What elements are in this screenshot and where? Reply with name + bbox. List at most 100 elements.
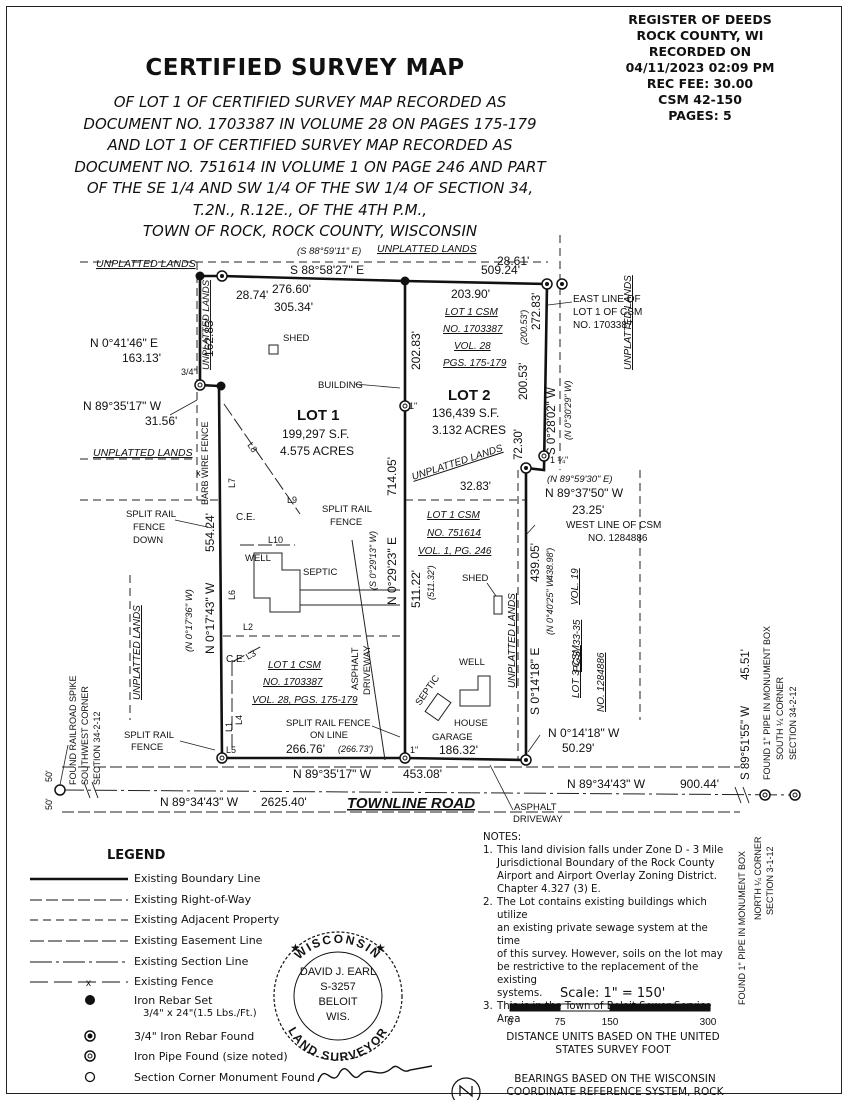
scale-bar-seg: [510, 1004, 560, 1011]
lot2-ac: 3.132 ACRES: [432, 423, 506, 437]
vol19: VOL. 19: [570, 568, 581, 605]
nw-bearing: N 0°41'46" E: [90, 336, 158, 350]
surveyor-seal: WISCONSIN LAND SURVEYOR DAVID J. EARL S-…: [273, 931, 433, 1083]
e2-bearing: S 0°14'18" E: [528, 648, 542, 715]
rebar-found-dot: [545, 282, 549, 286]
e-bearing: S 0°28'02" W: [546, 387, 558, 455]
legend-item: Existing Adjacent Property: [134, 913, 280, 926]
pipe-found-ring: [402, 755, 408, 761]
bearing-note: BEARINGS BASED ON THE WISCONSIN COORDINA…: [495, 1073, 735, 1099]
w-main: N 0°17'43" W: [203, 582, 217, 654]
legend-item: 3/4" Iron Rebar Found: [134, 1030, 255, 1043]
leader: [489, 764, 514, 811]
w-bearing: N 89°35'17" W: [83, 399, 162, 413]
one-inch: 1": [409, 401, 417, 411]
rebar-found-dot: [560, 282, 564, 286]
n-corner: FOUND 1" PIPE IN MONUMENT BOX: [737, 851, 747, 1005]
garage-lot2: [424, 692, 452, 722]
line-l10: L10: [268, 535, 283, 545]
shed-label: SHED: [283, 333, 310, 344]
legend-rebar-set: [85, 995, 95, 1005]
distance-note-line: DISTANCE UNITS BASED ON THE UNITED: [506, 1031, 720, 1043]
e2-rec-dist: 438.98'): [545, 548, 555, 580]
rebar-set: [216, 381, 226, 391]
line-l9: L9: [287, 495, 297, 505]
distance-note: DISTANCE UNITS BASED ON THE UNITED STATE…: [498, 1031, 728, 1057]
map-labels: UNPLATTED LANDS (S 88°59'11" E) UNPLATTE…: [44, 243, 798, 1005]
seal-star-icon: ★: [375, 941, 386, 955]
legend-pipe-found: [84, 1050, 96, 1062]
garage-label: GARAGE: [432, 732, 473, 743]
asphalt-drive: ASPHALT: [350, 647, 361, 690]
house-label: HOUSE: [454, 718, 488, 729]
north-arrow-ring: [451, 1077, 481, 1100]
dist-72: 72.30': [513, 429, 525, 460]
house-footprint-lot1: [253, 552, 301, 613]
road-west-dist: 2625.40': [261, 795, 307, 809]
seal-state: WIS.: [326, 1011, 350, 1023]
distance-note-line: STATES SURVEY FOOT: [555, 1044, 671, 1056]
pipe-found-ring: [197, 382, 203, 388]
ce-label: C.E.: [226, 654, 245, 665]
leader: [179, 740, 216, 751]
note-1: 1. This land division falls under Zone D…: [483, 844, 733, 896]
unplatted-lot2: UNPLATTED LANDS: [507, 593, 518, 688]
east-line: LOT 1 OF CSM: [573, 307, 642, 318]
dist-200: 200.53': [518, 363, 530, 400]
dist-203: 203.90': [451, 287, 490, 301]
lot1-ac: 4.575 ACRES: [280, 444, 354, 458]
note-line: an existing private sewage system at the…: [497, 923, 708, 947]
se-corner: SECTION 34-2-12: [788, 686, 798, 760]
csm-label: VOL. 28, PGS. 175-179: [252, 695, 358, 706]
note-3: 3. This is in the Town of Beloit Sewer S…: [483, 1000, 733, 1026]
lot2-name: LOT 2: [448, 387, 491, 404]
dist-511: 511.22': [409, 570, 423, 608]
csm-label: NO. 1703387: [443, 324, 503, 335]
note-number: 2.: [483, 897, 493, 908]
west-line: NO. 1284886: [588, 533, 648, 544]
rod-recorded-label: RECORDED ON: [648, 44, 752, 59]
unplatted-west: UNPLATTED LANDS: [132, 605, 143, 700]
recording-stamp: REGISTER OF DEEDS ROCK COUNTY, WI RECORD…: [570, 12, 830, 124]
east-line: EAST LINE OF: [573, 294, 641, 305]
legend-item: Section Corner Monument Found: [134, 1071, 315, 1084]
dist-266r: (266.73'): [338, 744, 373, 754]
no1284886: NO. 1284886: [596, 652, 607, 712]
n-corner: NORTH ¼ CORNER: [753, 836, 763, 920]
section-corner-s: [759, 789, 771, 801]
leader: [174, 519, 213, 529]
shed-label-2: SHED: [462, 573, 489, 584]
pgs3335: PGS. 33-35: [572, 619, 583, 672]
mid-v-bearing: N 0°29'23" E: [385, 537, 399, 605]
note-line: The Lot contains existing buildings whic…: [497, 897, 707, 921]
subtitle-line: DOCUMENT NO. 751614 IN VOLUME 1 ON PAGE …: [74, 157, 546, 176]
dist-32: 32.83': [460, 481, 491, 493]
scale-tick: 0: [507, 1017, 513, 1028]
line-l7: L7: [227, 478, 237, 488]
csm-label: LOT 1 CSM: [427, 510, 480, 521]
leader: [486, 582, 497, 597]
dist-202: 202.83': [409, 331, 423, 370]
leader: [371, 725, 401, 738]
subtitle-line: TOWN OF ROCK, ROCK COUNTY, WISCONSIN: [142, 222, 478, 240]
lot1-sf: 199,297 S.F.: [282, 427, 349, 441]
surveyor-signature-icon: [317, 1065, 433, 1083]
septic-label: SEPTIC: [303, 567, 337, 578]
pipe-found-ring: [402, 403, 408, 409]
csm-label: VOL. 1, PG. 246: [418, 546, 492, 557]
west-line: WEST LINE OF CSM: [566, 520, 661, 531]
line-l6: L6: [227, 590, 237, 600]
pipe-found: [194, 379, 206, 391]
seal-inner-ring: [293, 951, 383, 1041]
asphalt-drive-2: ASPHALT: [514, 802, 557, 813]
ne-dist: 28.61': [497, 254, 529, 268]
pipe-found-ring: [541, 453, 547, 459]
csm-label: PGS. 175-179: [443, 358, 507, 369]
w-dist: 31.56': [145, 414, 177, 428]
dist-714: 714.05': [385, 457, 399, 496]
legend-title: LEGEND: [107, 848, 166, 863]
rebar-found-dot: [524, 466, 528, 470]
pipe-found: [538, 450, 550, 462]
pipe-found: [216, 752, 228, 764]
e-record: (N 0°30'29" W): [563, 380, 573, 440]
